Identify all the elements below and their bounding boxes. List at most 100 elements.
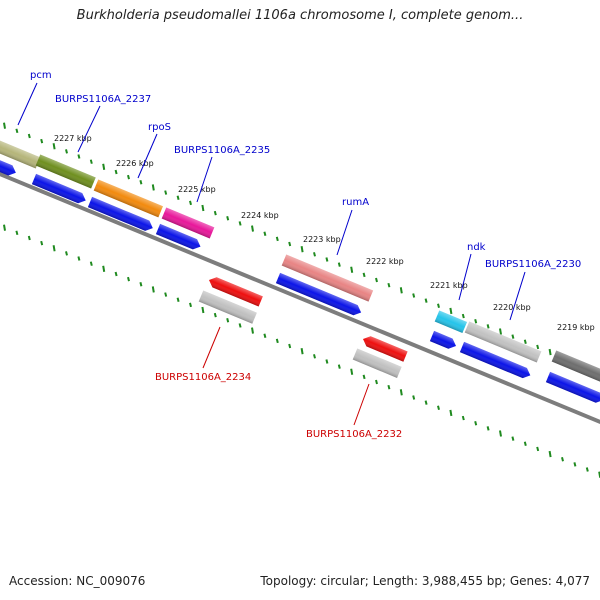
tick-mark xyxy=(362,272,366,278)
tick-mark xyxy=(52,245,56,252)
label-leader-line xyxy=(77,105,101,153)
gene-block-burps1106a_2232 xyxy=(352,348,402,378)
gene-block-burps1106a_2237 xyxy=(35,154,96,189)
tick-mark xyxy=(27,133,31,139)
tick-mark xyxy=(15,128,19,134)
label-leader-line xyxy=(137,133,158,179)
tick-row-reverse xyxy=(3,224,600,478)
gene-block-pcm xyxy=(0,137,41,169)
tick-mark xyxy=(238,221,242,226)
tick-mark xyxy=(263,333,267,338)
tick-mark xyxy=(387,384,391,390)
tick-mark xyxy=(288,343,292,349)
tick-mark xyxy=(189,200,192,206)
tick-mark xyxy=(176,297,180,302)
tick-mark xyxy=(27,235,31,241)
tick-mark xyxy=(461,313,465,319)
tick-mark xyxy=(77,154,81,159)
tick-mark xyxy=(412,395,416,400)
tick-label: 2224 kbp xyxy=(241,211,279,220)
tick-mark xyxy=(437,405,440,411)
tick-mark xyxy=(52,143,56,150)
tick-label: 2222 kbp xyxy=(366,257,404,266)
label-leader-line xyxy=(17,82,38,126)
tick-mark xyxy=(561,456,564,462)
tick-mark xyxy=(573,462,577,467)
gene-label: BURPS1106A_2235 xyxy=(174,145,270,156)
gene-label: BURPS1106A_2237 xyxy=(55,94,151,105)
tick-mark xyxy=(288,241,292,247)
cds-arrow-2 xyxy=(31,173,86,204)
gene-label: pcm xyxy=(30,70,52,81)
tick-mark xyxy=(362,374,366,380)
gene-label: BURPS1106A_2230 xyxy=(485,259,581,270)
kbp-ticks xyxy=(3,122,600,478)
gene-label: BURPS1106A_2232 xyxy=(306,429,402,440)
tick-mark xyxy=(40,138,44,144)
label-leader-line xyxy=(336,209,353,256)
tick-mark xyxy=(486,426,490,431)
tick-mark xyxy=(77,256,81,261)
tick-mark xyxy=(337,262,341,267)
tick-mark xyxy=(114,169,118,175)
tick-mark xyxy=(461,415,465,421)
tick-mark xyxy=(151,286,155,293)
cds-arrow-5 xyxy=(275,272,362,316)
tick-label: 2227 kbp xyxy=(54,134,92,143)
reverse-cds-arrow-1 xyxy=(209,277,263,307)
map-title: Burkholderia pseudomallei 1106a chromoso… xyxy=(76,8,524,23)
tick-mark xyxy=(399,389,403,396)
tick-mark xyxy=(585,467,589,472)
gene-label: rpoS xyxy=(148,122,171,133)
tick-mark xyxy=(337,364,341,369)
tick-mark xyxy=(511,334,515,339)
tick-mark xyxy=(424,298,428,303)
label-leader-line xyxy=(458,253,472,301)
tick-mark xyxy=(176,195,180,200)
tick-mark xyxy=(114,271,118,277)
tick-mark xyxy=(350,368,354,375)
tick-label: 2221 kbp xyxy=(430,281,468,290)
tick-mark xyxy=(536,446,540,452)
tick-mark xyxy=(139,282,143,287)
tick-mark xyxy=(350,266,354,273)
tick-mark xyxy=(251,225,254,232)
gene-block-ndk xyxy=(434,310,468,334)
gene-block-unlabeled xyxy=(551,350,600,385)
tick-mark xyxy=(437,303,440,309)
tick-mark xyxy=(3,224,6,231)
tick-mark xyxy=(399,287,403,294)
accession-text: Accession: NC_009076 xyxy=(9,574,146,588)
tick-mark xyxy=(313,252,316,257)
tick-mark xyxy=(523,339,527,345)
tick-label: 2219 kbp xyxy=(557,323,595,332)
tick-mark xyxy=(127,174,130,180)
tick-mark xyxy=(387,282,391,288)
tick-mark xyxy=(474,318,478,324)
tick-mark xyxy=(325,257,329,262)
topology-summary: Topology: circular; Length: 3,988,455 bp… xyxy=(260,574,590,588)
tick-mark xyxy=(536,344,540,350)
tick-label: 2223 kbp xyxy=(303,235,341,244)
tick-mark xyxy=(251,327,254,334)
chromosome-backbone xyxy=(0,171,600,425)
label-leader-line xyxy=(509,271,526,321)
tick-mark xyxy=(313,354,316,359)
tick-label: 2226 kbp xyxy=(116,159,154,168)
cds-arrow-1 xyxy=(0,156,16,176)
label-leader-line xyxy=(196,156,213,203)
label-leader-line xyxy=(202,326,221,369)
cds-arrow-6 xyxy=(429,330,457,349)
tick-mark xyxy=(213,312,217,318)
tick-mark xyxy=(325,359,329,364)
tick-mark xyxy=(523,441,527,447)
cds-arrow-3 xyxy=(87,196,153,231)
tick-mark xyxy=(548,450,552,458)
tick-mark xyxy=(201,306,205,314)
gene-label: ndk xyxy=(467,242,486,253)
gene-block-burps1106a_2234 xyxy=(198,290,257,324)
tick-mark xyxy=(201,204,205,212)
tick-label: 2225 kbp xyxy=(178,185,216,194)
tick-mark xyxy=(412,293,416,298)
tick-mark xyxy=(102,265,106,272)
